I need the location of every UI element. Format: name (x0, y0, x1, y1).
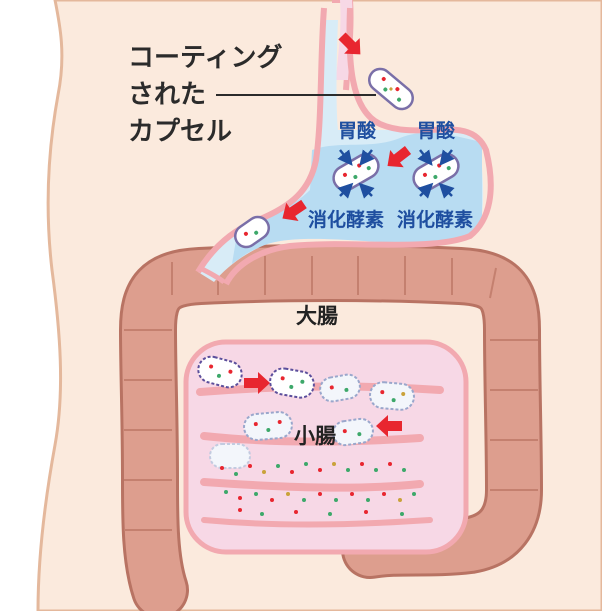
caption-line: カプセル (128, 114, 282, 151)
digestive-enzyme-label: 消化酵素 (308, 205, 384, 232)
coated-capsule-caption: コーティング された カプセル (128, 40, 282, 151)
caption-line: された (128, 77, 282, 114)
gastric-acid-label: 胃酸 (338, 116, 376, 143)
gastric-acid-label: 胃酸 (417, 116, 455, 143)
large-intestine-label: 大腸 (296, 300, 338, 330)
capsule-dissolving (210, 444, 250, 468)
caption-line: コーティング (128, 40, 282, 77)
small-intestine-label: 小腸 (294, 420, 336, 450)
digestive-enzyme-label: 消化酵素 (397, 205, 473, 232)
